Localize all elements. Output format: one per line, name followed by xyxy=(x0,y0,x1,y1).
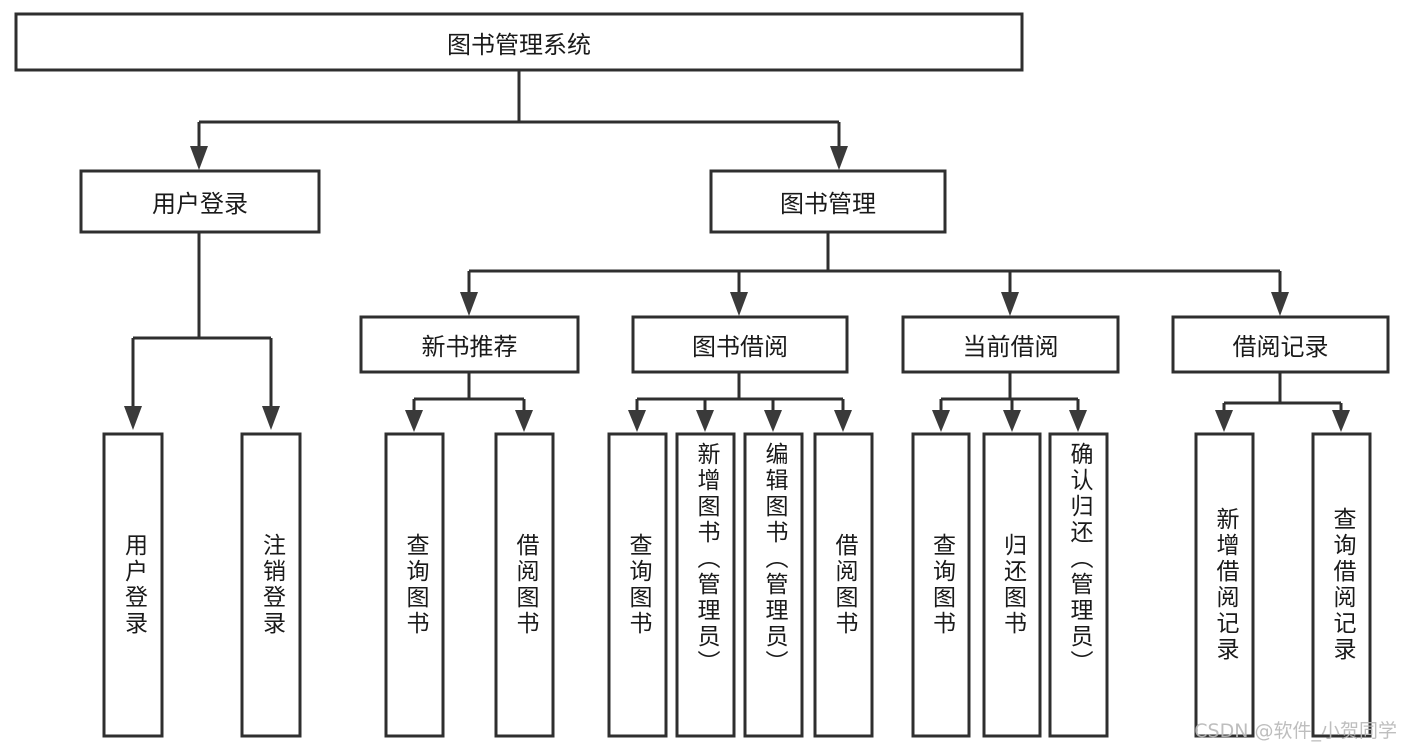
node-box-leaf-query-book-1[interactable] xyxy=(384,432,445,738)
arrow-to-borrow-record xyxy=(1271,292,1289,316)
node-box-book-manage[interactable] xyxy=(709,169,947,234)
node-box-leaf-return-book[interactable] xyxy=(982,432,1042,738)
arrow-to-leaf-query-book-1 xyxy=(405,410,423,432)
node-box-leaf-query-record[interactable] xyxy=(1311,432,1372,738)
arrow-to-new-book-rec xyxy=(460,292,478,316)
arrow-to-leaf-user-login xyxy=(124,406,142,430)
arrow-to-user-login xyxy=(190,146,208,170)
arrow-to-leaf-borrow-book-2 xyxy=(834,410,852,432)
connectors-root-to-l1 xyxy=(190,70,848,170)
arrow-to-leaf-return-book xyxy=(1003,410,1021,432)
arrow-to-leaf-confirm-return xyxy=(1069,410,1087,432)
node-box-leaf-add-record[interactable] xyxy=(1194,432,1255,738)
arrow-to-book-manage xyxy=(830,146,848,170)
arrow-to-book-borrow xyxy=(730,292,748,316)
node-box-leaf-edit-book[interactable] xyxy=(743,432,804,738)
connectors-bookmanage-to-l2 xyxy=(460,232,1289,316)
connectors-newbookrec-to-leaves xyxy=(405,372,533,432)
connectors-bookborrow-to-leaves xyxy=(628,372,852,432)
connectors-currentborrow-to-leaves xyxy=(932,372,1087,432)
node-box-leaf-borrow-book-1[interactable] xyxy=(494,432,555,738)
node-box-leaf-query-book-2[interactable] xyxy=(607,432,668,738)
node-box-leaf-user-logout[interactable] xyxy=(240,432,302,738)
arrow-to-leaf-query-book-2 xyxy=(628,410,646,432)
node-box-leaf-add-book[interactable] xyxy=(675,432,736,738)
node-box-borrow-record[interactable] xyxy=(1171,315,1390,374)
node-box-user-login[interactable] xyxy=(79,169,321,234)
node-box-leaf-borrow-book-2[interactable] xyxy=(813,432,874,738)
node-box-current-borrow[interactable] xyxy=(901,315,1120,374)
arrow-to-leaf-query-book-3 xyxy=(932,410,950,432)
arrow-to-leaf-query-record xyxy=(1332,410,1350,432)
connectors-borrowrecord-to-leaves xyxy=(1215,372,1350,432)
node-box-book-borrow[interactable] xyxy=(631,315,849,374)
arrow-to-leaf-borrow-book-1 xyxy=(515,410,533,432)
arrow-to-leaf-add-book xyxy=(696,410,714,432)
node-box-leaf-confirm-return[interactable] xyxy=(1048,432,1109,738)
arrow-to-leaf-edit-book xyxy=(764,410,782,432)
arrow-to-leaf-add-record xyxy=(1215,410,1233,432)
node-box-new-book-rec[interactable] xyxy=(359,315,580,374)
node-box-leaf-user-login[interactable] xyxy=(102,432,164,738)
node-box-leaf-query-book-3[interactable] xyxy=(911,432,971,738)
arrow-to-leaf-user-logout xyxy=(262,406,280,430)
connectors-userlogin-to-leaves xyxy=(124,232,280,430)
node-box-root[interactable] xyxy=(14,12,1024,72)
arrow-to-current-borrow xyxy=(1001,292,1019,316)
